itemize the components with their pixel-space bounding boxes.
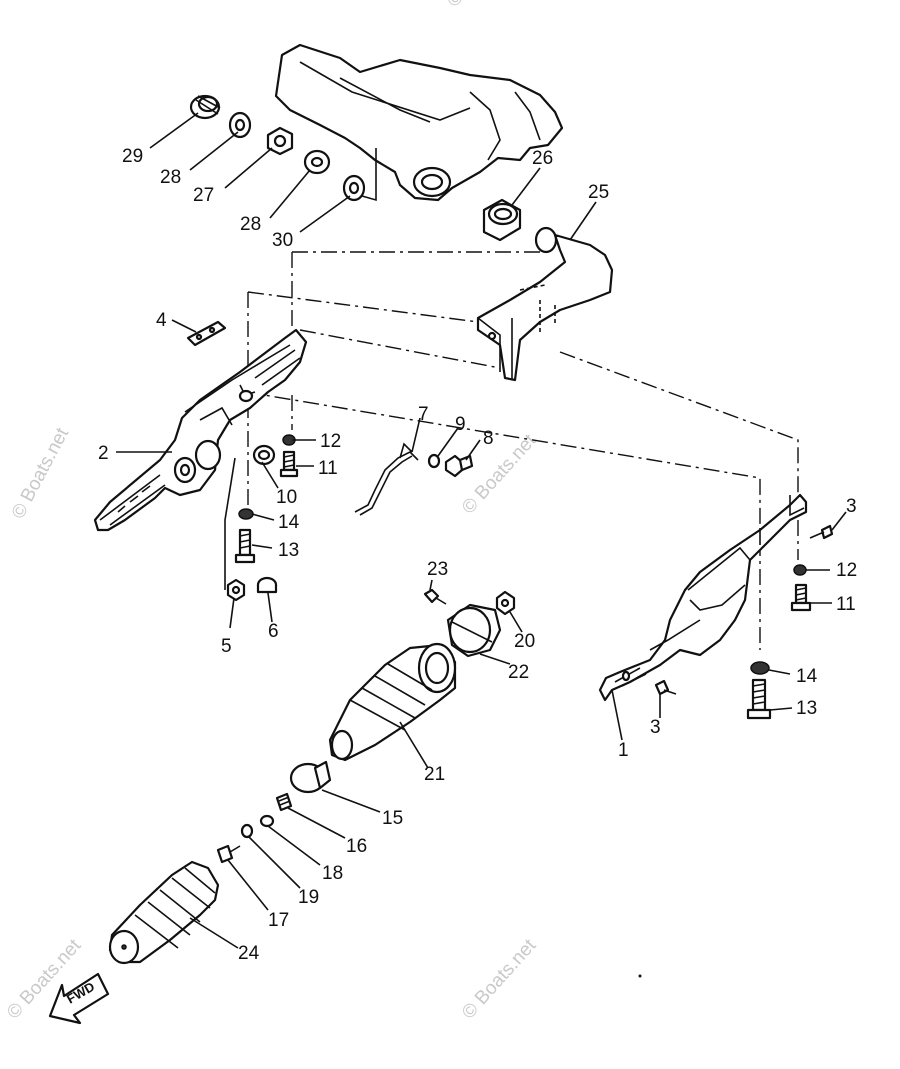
callout-9: 9 [455,414,466,435]
part-11-bolt-b [790,583,812,612]
callout-11: 11 [318,458,338,479]
part-5-nut [226,578,246,602]
leader-lines [116,112,847,949]
part-26-bushing [482,198,522,242]
part-2-steering-bracket [93,328,308,532]
watermark: © Boats.net [458,430,541,519]
callout-13: 13 [278,540,299,561]
callout-28: 28 [240,214,261,235]
part-28-washer-b [303,149,331,175]
part-25-bracket [476,226,614,382]
callout-12: 12 [836,560,857,581]
callout-8: 8 [483,428,494,449]
callout-19: 19 [298,887,319,908]
part-7-wire [354,442,419,516]
callout-3: 3 [650,717,661,738]
alignment-lines [245,251,799,650]
part-24-throttle-grip [108,860,220,965]
stray-mark [638,974,642,978]
callout-1: 1 [618,740,629,761]
part-3-screw-b [654,679,677,696]
leader-line [224,457,236,590]
part-14-washer-b [750,661,770,675]
part-14-washer-a [238,508,254,520]
part-21-grip [328,642,457,762]
part-30-washer [342,174,366,202]
swivel-bracket-housing [274,43,564,202]
part-6-cap [256,576,278,594]
part-9-washer [427,453,441,469]
callout-29: 29 [122,146,143,167]
part-1-bracket [598,493,808,702]
callout-24: 24 [238,943,260,964]
part-16-spring [275,792,293,812]
callout-2: 2 [98,443,109,464]
callout-20: 20 [514,631,535,652]
part-15-cap [289,760,332,794]
callout-5: 5 [221,636,232,657]
callout-7: 7 [418,404,429,425]
part-27-nut [266,126,294,156]
part-18-washer [259,814,275,828]
part-4-plate [186,320,227,347]
callout-3: 3 [846,496,857,517]
callout-27: 27 [193,185,214,206]
callout-17: 17 [268,910,289,931]
part-13-bolt-a [234,528,256,564]
callout-12: 12 [320,431,341,452]
part-13-bolt-b [746,678,772,720]
watermark: © Boats.net [458,935,541,1024]
callout-28: 28 [160,167,181,188]
part-22-collar [446,603,502,658]
fwd-arrow-icon: FWD [48,972,110,1025]
part-23-screw [423,588,447,605]
callout-14: 14 [278,512,300,533]
callout-14: 14 [796,666,818,687]
callout-16: 16 [346,836,367,857]
callout-30: 30 [272,230,293,251]
part-17-screw [216,844,241,864]
part-29-grommet [189,94,221,120]
callout-4: 4 [156,310,167,331]
callout-labels: 29 28 27 28 30 26 25 4 2 7 9 8 12 11 10 … [98,146,857,964]
callout-11: 11 [836,594,856,615]
part-3-screw-a [809,524,834,540]
callout-22: 22 [508,662,529,683]
callout-21: 21 [424,764,445,785]
callout-25: 25 [588,182,609,203]
callout-10: 10 [276,487,297,508]
watermark: © Boats.net [8,424,74,522]
callout-23: 23 [427,559,448,580]
part-20-nut [495,590,516,616]
watermark: © Boats.net [443,0,526,11]
part-11-bolt-a [279,450,299,478]
part-10-bushing [252,444,276,466]
part-19-washer [240,823,254,839]
callout-18: 18 [322,863,343,884]
callout-13: 13 [796,698,817,719]
callout-15: 15 [382,808,403,829]
part-8-bolt [444,454,474,478]
callout-26: 26 [532,148,553,169]
part-12-washer-b [793,564,807,576]
callout-6: 6 [268,621,279,642]
part-28-washer-a [228,111,252,139]
